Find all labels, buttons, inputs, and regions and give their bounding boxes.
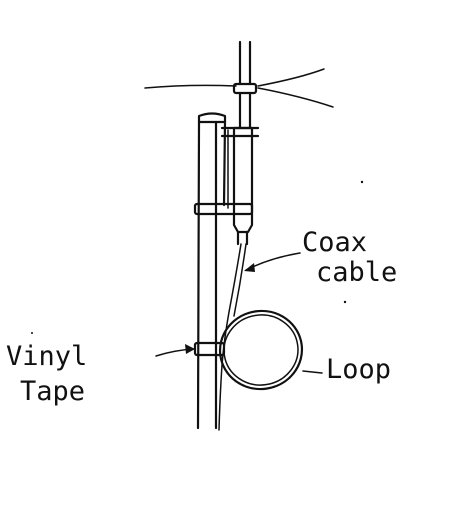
mast-pole (196, 112, 227, 430)
loop-pointer (302, 370, 323, 374)
feed-tube (220, 126, 260, 246)
stray-marks (31, 180, 364, 334)
coax-loop (218, 309, 304, 391)
vinyl-tape-label-line2: Tape (20, 376, 86, 407)
coax-pointer (244, 252, 301, 272)
coax-cable (218, 243, 247, 431)
coax-cable-label-line2: cable (316, 257, 398, 288)
loop-label: Loop (326, 354, 392, 385)
vinyl-tape-label-line1: Vinyl (6, 341, 88, 372)
coax-cable-label-line1: Coax (302, 227, 368, 258)
vinyl-pointer (155, 344, 195, 357)
element-lower-part (238, 91, 252, 130)
upper-element (238, 40, 252, 86)
radial-wires (144, 68, 334, 108)
middle-clamp (193, 202, 254, 216)
top-clamp (232, 82, 258, 95)
